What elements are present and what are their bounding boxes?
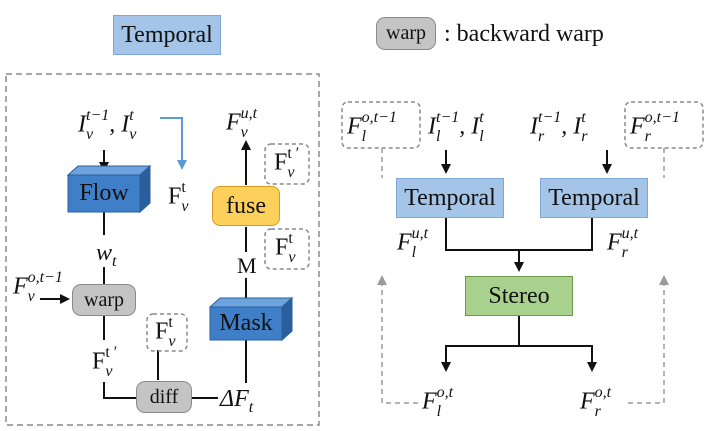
temporal-right-text: Temporal [548,184,640,211]
arrow-stereo-to-flot [441,316,520,372]
diff-text: diff [149,385,179,408]
fuse-text: fuse [226,192,266,219]
temporal-title-text: Temporal [121,21,213,48]
flow-text: Flow [79,180,129,206]
dashed-box-fvt-diff [146,313,188,352]
temporal-left-node: Temporal [396,178,504,218]
flow-box-top [66,165,152,176]
warp-desc: : backward warp [444,21,604,47]
m-label: M [237,253,257,278]
dashed-box-flot1 [341,101,421,149]
diff-node: diff [136,381,192,413]
flow-box-label: Flow [68,175,140,212]
arrow-input-to-fvt [160,117,187,170]
mask-box-front [209,306,283,341]
arrow-stereo-to-frot [519,345,597,372]
flow-box-front [67,174,141,213]
line-fvtprime-to-diff [103,382,136,399]
feedback-left [377,275,418,404]
feedback-right [628,275,669,404]
fuse-node: fuse [212,186,280,226]
line-temporal-left-to-stereo [445,218,519,251]
stereo-node: Stereo [465,276,573,316]
stereo-text: Stereo [488,282,550,309]
dashed-box-fvt-mid [264,228,310,270]
warp-key-text: warp [386,22,426,44]
mask-box-top [208,297,294,308]
wt-label: wt [96,240,117,270]
temporal-right-node: Temporal [540,178,648,218]
mask-box-label: Mask [210,307,282,340]
delta-f-label: ΔFt [220,386,254,416]
dashed-box-fvtprime [264,143,310,185]
temporal-title-box: Temporal [113,15,221,55]
dashed-box-frot1 [624,101,704,149]
temporal-left-text: Temporal [404,184,496,211]
warp-node: warp [72,284,136,316]
warp-text: warp [84,288,124,311]
line-temporal-right-to-stereo [519,218,593,251]
mask-text: Mask [219,310,273,336]
temporal-module-border [5,73,320,426]
warp-key-box: warp [376,17,436,50]
